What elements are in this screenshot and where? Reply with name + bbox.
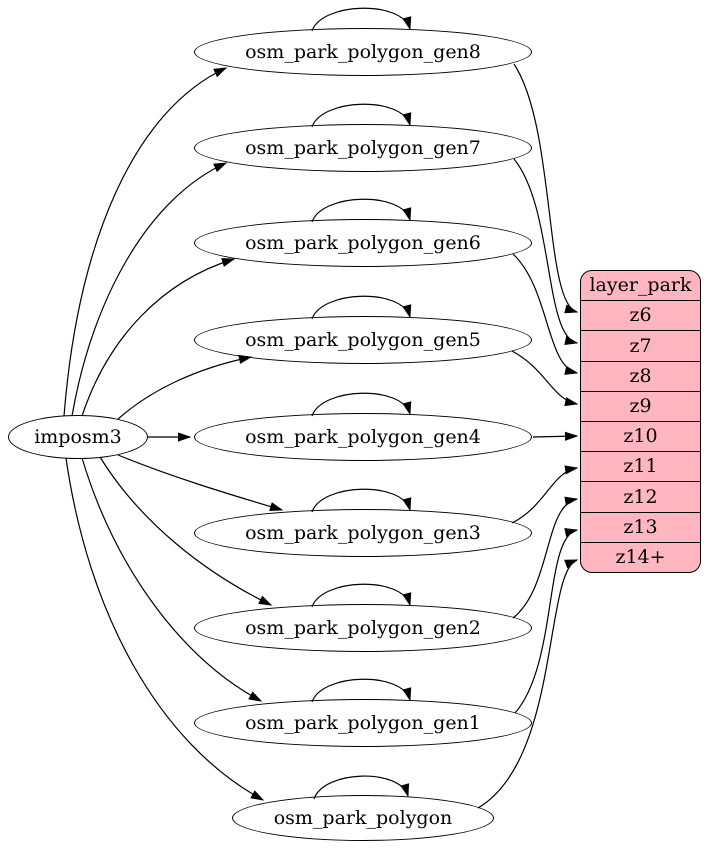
node-osm-park-polygon-gen3: osm_park_polygon_gen3: [194, 509, 532, 557]
edge-polygon-to-z14: [477, 559, 577, 809]
node-osm-park-polygon-gen5: osm_park_polygon_gen5: [194, 316, 532, 364]
table-row-z13: z13: [581, 511, 700, 542]
table-row-z8: z8: [581, 360, 700, 391]
edge-imposm3-to-gen7: [71, 163, 226, 417]
node-label: osm_park_polygon_gen7: [245, 137, 481, 159]
edge-gen3-to-z11: [511, 468, 577, 524]
node-label: osm_park_polygon_gen3: [245, 522, 481, 544]
edge-gen2-to-z12: [512, 499, 577, 619]
edge-gen7-to-z7: [513, 158, 577, 343]
edge-gen6-to-z8: [512, 253, 577, 373]
node-osm-park-polygon-gen7: osm_park_polygon_gen7: [194, 124, 532, 172]
table-row-z14p: z14+: [581, 541, 700, 572]
edge-gen5-to-z9: [511, 350, 577, 404]
edge-imposm3-to-gen5: [117, 357, 251, 420]
table-header: layer_park: [589, 274, 692, 297]
node-imposm3: imposm3: [8, 415, 148, 459]
node-label: osm_park_polygon_gen5: [245, 329, 481, 351]
node-osm-park-polygon-gen1: osm_park_polygon_gen1: [194, 699, 532, 747]
node-osm-park-polygon-gen8: osm_park_polygon_gen8: [194, 28, 532, 76]
table-row-z7: z7: [581, 330, 700, 360]
table-row-z12: z12: [581, 481, 700, 511]
node-imposm3-label: imposm3: [34, 426, 122, 448]
node-osm-park-polygon-gen4: osm_park_polygon_gen4: [194, 413, 532, 461]
edge-gen4-to-z10: [532, 436, 577, 437]
table-row-z10: z10: [581, 421, 700, 451]
node-label: osm_park_polygon_gen4: [245, 426, 481, 448]
edge-imposm3-to-gen3: [117, 454, 282, 510]
edge-imposm3-to-gen1: [81, 457, 261, 701]
node-osm-park-polygon-gen6: osm_park_polygon_gen6: [194, 219, 532, 267]
node-label: osm_park_polygon_gen8: [245, 41, 481, 63]
node-label: osm_park_polygon: [273, 807, 453, 829]
edge-gen8-to-z6: [513, 63, 577, 312]
node-label: osm_park_polygon_gen1: [245, 712, 481, 734]
node-label: osm_park_polygon_gen6: [245, 232, 481, 254]
node-osm-park-polygon-gen2: osm_park_polygon_gen2: [194, 604, 532, 652]
table-row-z6: z6: [581, 300, 700, 330]
table-layer-park: layer_park z6 z7 z8 z9 z10 z11 z12 z13 z…: [580, 270, 701, 573]
node-osm-park-polygon: osm_park_polygon: [232, 795, 494, 841]
node-label: osm_park_polygon_gen2: [245, 617, 481, 639]
table-row-z11: z11: [581, 451, 700, 481]
table-row-z9: z9: [581, 390, 700, 421]
